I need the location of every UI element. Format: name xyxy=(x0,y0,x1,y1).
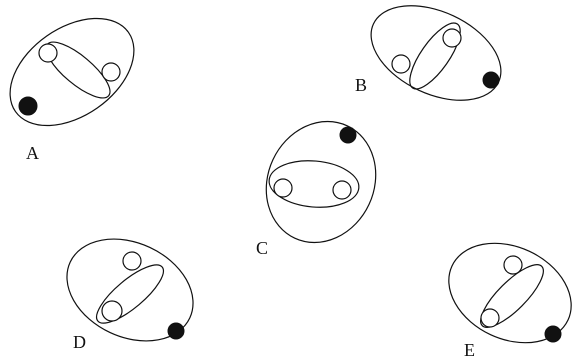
figure-label-a: A xyxy=(26,143,39,163)
filled-circle-e xyxy=(545,326,561,342)
figure-e: E xyxy=(433,224,574,360)
open-circle-c-1 xyxy=(274,179,292,197)
figure-d: D xyxy=(50,220,209,360)
figure-label-e: E xyxy=(464,340,475,360)
outer-ellipse-b xyxy=(356,0,516,119)
open-circle-e-1 xyxy=(504,256,522,274)
filled-circle-c xyxy=(340,127,356,143)
figure-c: C xyxy=(247,103,395,260)
filled-circle-d xyxy=(168,323,184,339)
open-circle-d-1 xyxy=(123,252,141,270)
open-circle-e-2 xyxy=(481,309,499,327)
figure-b: B xyxy=(355,0,516,119)
figure-label-c: C xyxy=(256,238,268,258)
open-circle-b-2 xyxy=(392,55,410,73)
open-circle-b-1 xyxy=(443,29,461,47)
inner-ellipse-b xyxy=(401,16,469,96)
figure-label-d: D xyxy=(73,332,86,352)
filled-circle-a xyxy=(19,97,37,115)
open-circle-c-2 xyxy=(333,181,351,199)
outer-ellipse-a xyxy=(0,0,154,148)
figure-label-b: B xyxy=(355,75,367,95)
open-circle-a-2 xyxy=(102,63,120,81)
filled-circle-b xyxy=(483,72,499,88)
figure-a: A xyxy=(0,0,154,163)
open-circle-a-1 xyxy=(39,44,57,62)
open-circle-d-2 xyxy=(102,301,122,321)
